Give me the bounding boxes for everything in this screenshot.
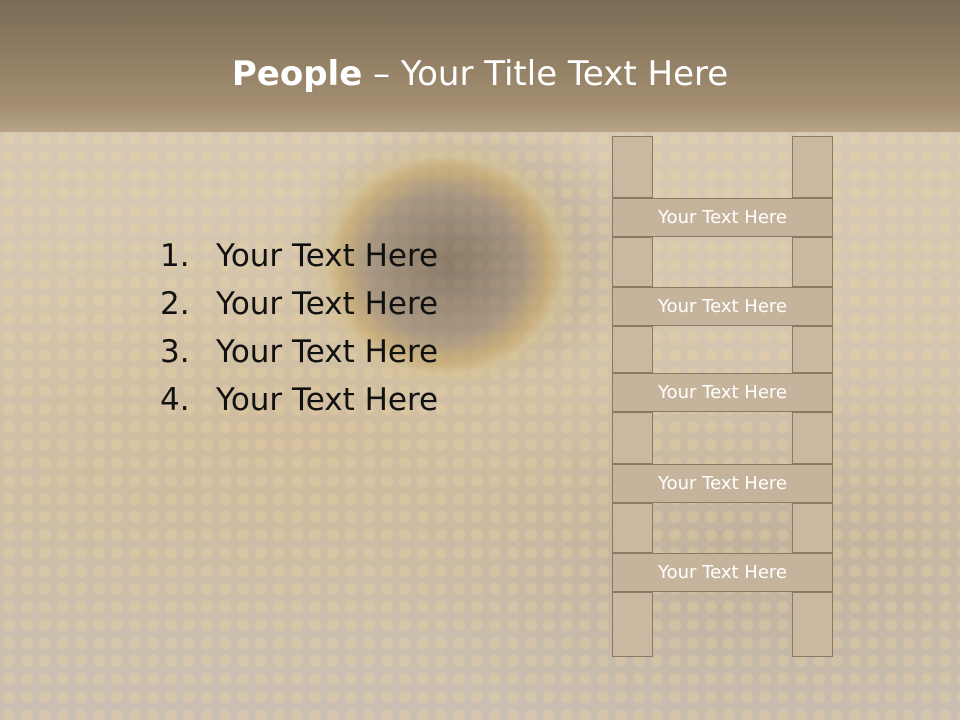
- background-eye: [310, 140, 580, 390]
- list-item: 2. Your Text Here: [160, 280, 438, 328]
- ladder-rail-right-segment: [792, 136, 833, 198]
- ladder-rail-left-segment: [612, 237, 653, 287]
- ladder-rail-right-segment: [792, 326, 833, 373]
- list-text: Your Text Here: [216, 238, 439, 274]
- list-text: Your Text Here: [216, 334, 439, 370]
- ladder-rail-right-segment: [792, 503, 833, 553]
- title-bar: People – Your Title Text Here: [0, 0, 960, 132]
- ladder-step: Your Text Here: [612, 198, 833, 237]
- title-bold: People: [231, 54, 363, 94]
- ladder-step-label: Your Text Here: [658, 382, 787, 403]
- list-text: Your Text Here: [216, 286, 439, 322]
- list-number: 4.: [160, 382, 190, 418]
- list-number: 2.: [160, 286, 190, 322]
- ladder-rail-right-segment: [792, 237, 833, 287]
- ladder-rail-left-segment: [612, 503, 653, 553]
- list-item: 4. Your Text Here: [160, 376, 438, 424]
- ladder-rail-right-segment: [792, 592, 833, 657]
- ladder-step-label: Your Text Here: [658, 473, 787, 494]
- numbered-list: 1. Your Text Here 2. Your Text Here 3. Your…: [160, 232, 438, 424]
- ladder-rail-left-segment: [612, 326, 653, 373]
- slide-title: People – Your Title Text Here: [0, 52, 960, 96]
- ladder-step-label: Your Text Here: [658, 296, 787, 317]
- ladder-step: Your Text Here: [612, 287, 833, 326]
- list-item: 1. Your Text Here: [160, 232, 438, 280]
- title-rest: – Your Title Text Here: [362, 54, 729, 94]
- list-number: 3.: [160, 334, 190, 370]
- ladder-rail-left-segment: [612, 136, 653, 198]
- ladder-step-label: Your Text Here: [658, 562, 787, 583]
- list-text: Your Text Here: [216, 382, 439, 418]
- ladder-rail-left-segment: [612, 412, 653, 464]
- ladder-rail-left-segment: [612, 592, 653, 657]
- list-item: 3. Your Text Here: [160, 328, 438, 376]
- ladder-step: Your Text Here: [612, 373, 833, 412]
- ladder-step: Your Text Here: [612, 464, 833, 503]
- ladder-step: Your Text Here: [612, 553, 833, 592]
- list-number: 1.: [160, 238, 190, 274]
- ladder-step-label: Your Text Here: [658, 207, 787, 228]
- ladder-rail-right-segment: [792, 412, 833, 464]
